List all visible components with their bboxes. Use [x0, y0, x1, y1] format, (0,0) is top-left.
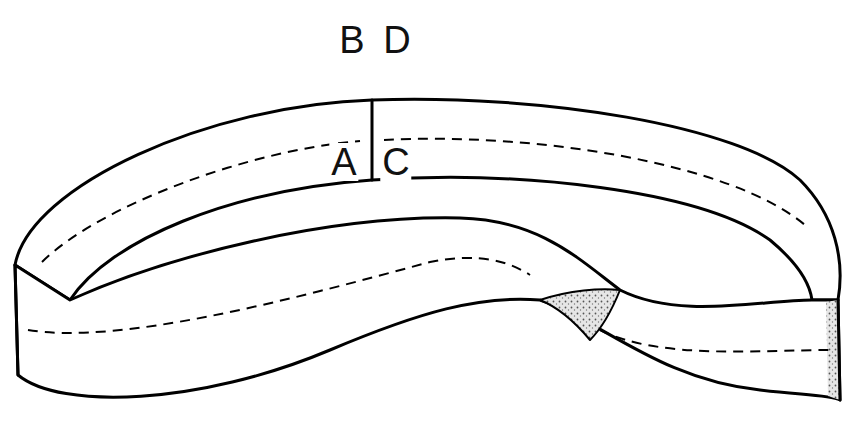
point-label: A: [329, 143, 358, 181]
center-line: [28, 258, 530, 333]
point-label: C: [380, 143, 411, 181]
twist-shade: [540, 289, 620, 340]
center-line: [42, 141, 360, 262]
center-line: [600, 330, 832, 352]
center-line: [384, 139, 805, 225]
cut-line: [371, 100, 374, 180]
point-label: B: [337, 21, 366, 59]
point-label: D: [381, 21, 412, 59]
front-band: [15, 218, 840, 400]
